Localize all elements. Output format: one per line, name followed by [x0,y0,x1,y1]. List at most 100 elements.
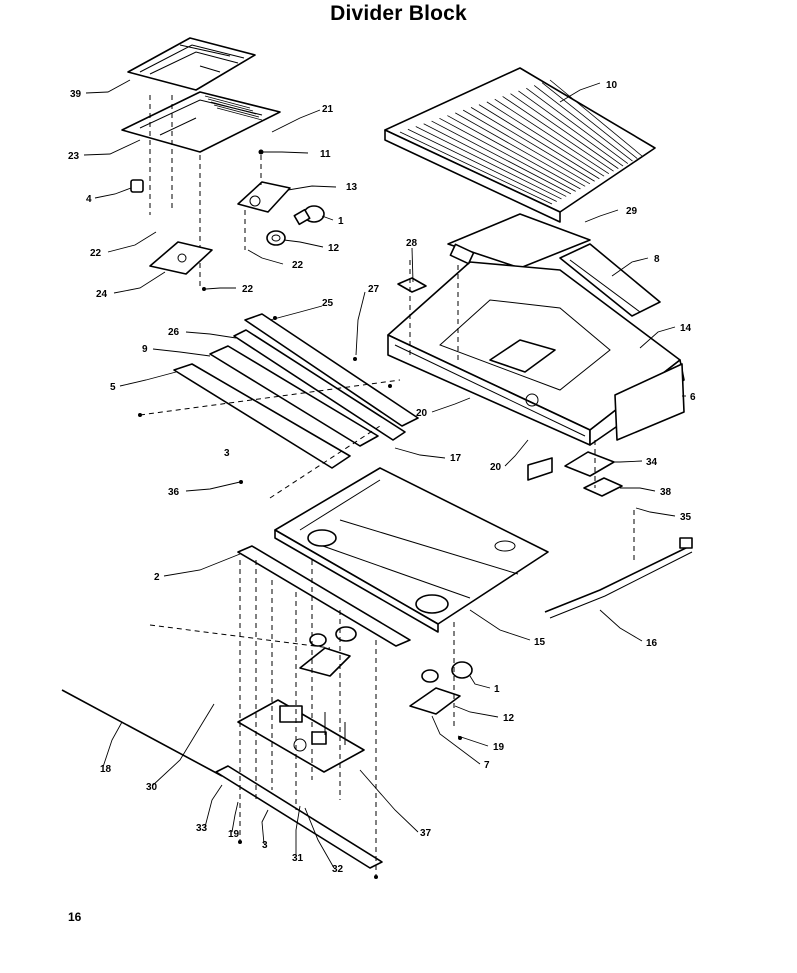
part-28-label [397,277,427,293]
callout-23: 23 [68,151,80,162]
callout-6: 6 [690,392,696,403]
callout-22-c: 22 [242,284,254,295]
assembly-lines [149,260,635,879]
callout-17: 17 [450,453,462,464]
part-39-cover [127,37,256,91]
callout-1-lower: 1 [494,684,500,695]
part-9-bar [209,345,379,447]
part-29-panel [447,213,591,269]
callout-36: 36 [168,487,180,498]
callout-32: 32 [332,864,344,875]
shelf-rib [478,104,600,180]
page-number: 16 [68,910,82,924]
part-10-shelf [384,67,656,223]
callout-3: 3 [262,840,268,851]
page-title: Divider Block [330,2,467,25]
leader-lines [83,79,686,869]
callout-35: 35 [680,512,692,523]
callout-19-b: 19 [228,829,240,840]
callout-21: 21 [322,104,334,115]
callout-4: 4 [86,194,92,205]
part-37-board [237,699,365,773]
callout-7: 7 [484,760,490,771]
shelf-rib [510,93,619,169]
part-16-harness [544,537,693,619]
callout-13: 13 [346,182,358,193]
part-34-block [527,451,615,481]
callout-28: 28 [406,238,418,249]
callout-26: 26 [168,327,180,338]
callout-3-small: 3 [224,448,230,459]
callout-34: 34 [646,457,658,468]
callout-11: 11 [320,149,331,160]
part-24-bracket [149,241,213,291]
shelf-rib [526,87,629,164]
callout-1-upper: 1 [338,216,344,227]
bar-hardware [138,316,401,499]
shelf-rib [415,126,562,200]
shelf-rib [455,112,586,187]
callout-2: 2 [154,572,160,583]
part-12-socket-upper [266,230,286,246]
callout-19-a: 19 [493,742,505,753]
part-4-knob [130,179,144,193]
part-2-rail [237,545,411,647]
shelf-rib [470,107,595,182]
shelf-rib [486,101,605,177]
shelf-rib [518,90,624,167]
callout-29: 29 [626,206,638,217]
shelf-rib [399,131,553,205]
shelf-rib [533,85,633,162]
shelf-rib [423,123,567,197]
shelf-rib [407,128,557,202]
shelf-rib [502,96,614,172]
callout-10: 10 [606,80,618,91]
callout-5: 5 [110,382,116,393]
part-26-bar [233,329,406,441]
callout-39: 39 [70,89,82,100]
part-25-bar [244,313,419,427]
part-18-rod [61,689,223,777]
callout-15: 15 [534,637,546,648]
callout-24: 24 [96,289,108,300]
part-6-front-panel [614,363,685,441]
callout-9: 9 [142,344,148,355]
callout-8: 8 [654,254,660,265]
callout-25: 25 [322,298,334,309]
callout-20-a: 20 [416,408,428,419]
part-13-bracket [237,149,291,250]
shelf-rib [549,79,643,157]
part-5-panel [173,363,351,469]
part-1-bulb-lower [421,661,473,683]
part-3-rail [215,765,383,869]
part-23-vented-top [121,91,281,290]
callout-37: 37 [420,828,432,839]
callout-12-upper: 12 [328,243,340,254]
shelf-rib [494,98,610,175]
part-8-rail [559,243,661,317]
shelf-rib [462,109,591,185]
part-15-plate [274,467,549,633]
part-12-socket-lower [409,687,461,715]
callout-31: 31 [292,853,304,864]
shelf-rib [447,115,581,190]
callout-27: 27 [368,284,380,295]
callout-14: 14 [680,323,692,334]
callout-16: 16 [646,638,658,649]
part-38-clip [583,477,623,497]
callout-22-a: 22 [292,260,304,271]
shelf-rib [541,82,638,159]
callout-33: 33 [196,823,208,834]
callout-labels: 39 23 21 11 13 4 1 12 22 22 24 22 10 29 … [68,80,696,875]
callout-22-b: 22 [90,248,102,259]
callout-12-lower: 12 [503,713,515,724]
callout-18: 18 [100,764,112,775]
callout-20-b: 20 [490,462,502,473]
shelf-rib [431,120,572,195]
part-1-bulb-upper [293,205,325,226]
callout-30: 30 [146,782,158,793]
lower-left-bracket [299,626,357,677]
callout-38: 38 [660,487,672,498]
shelf-rib [439,117,576,192]
